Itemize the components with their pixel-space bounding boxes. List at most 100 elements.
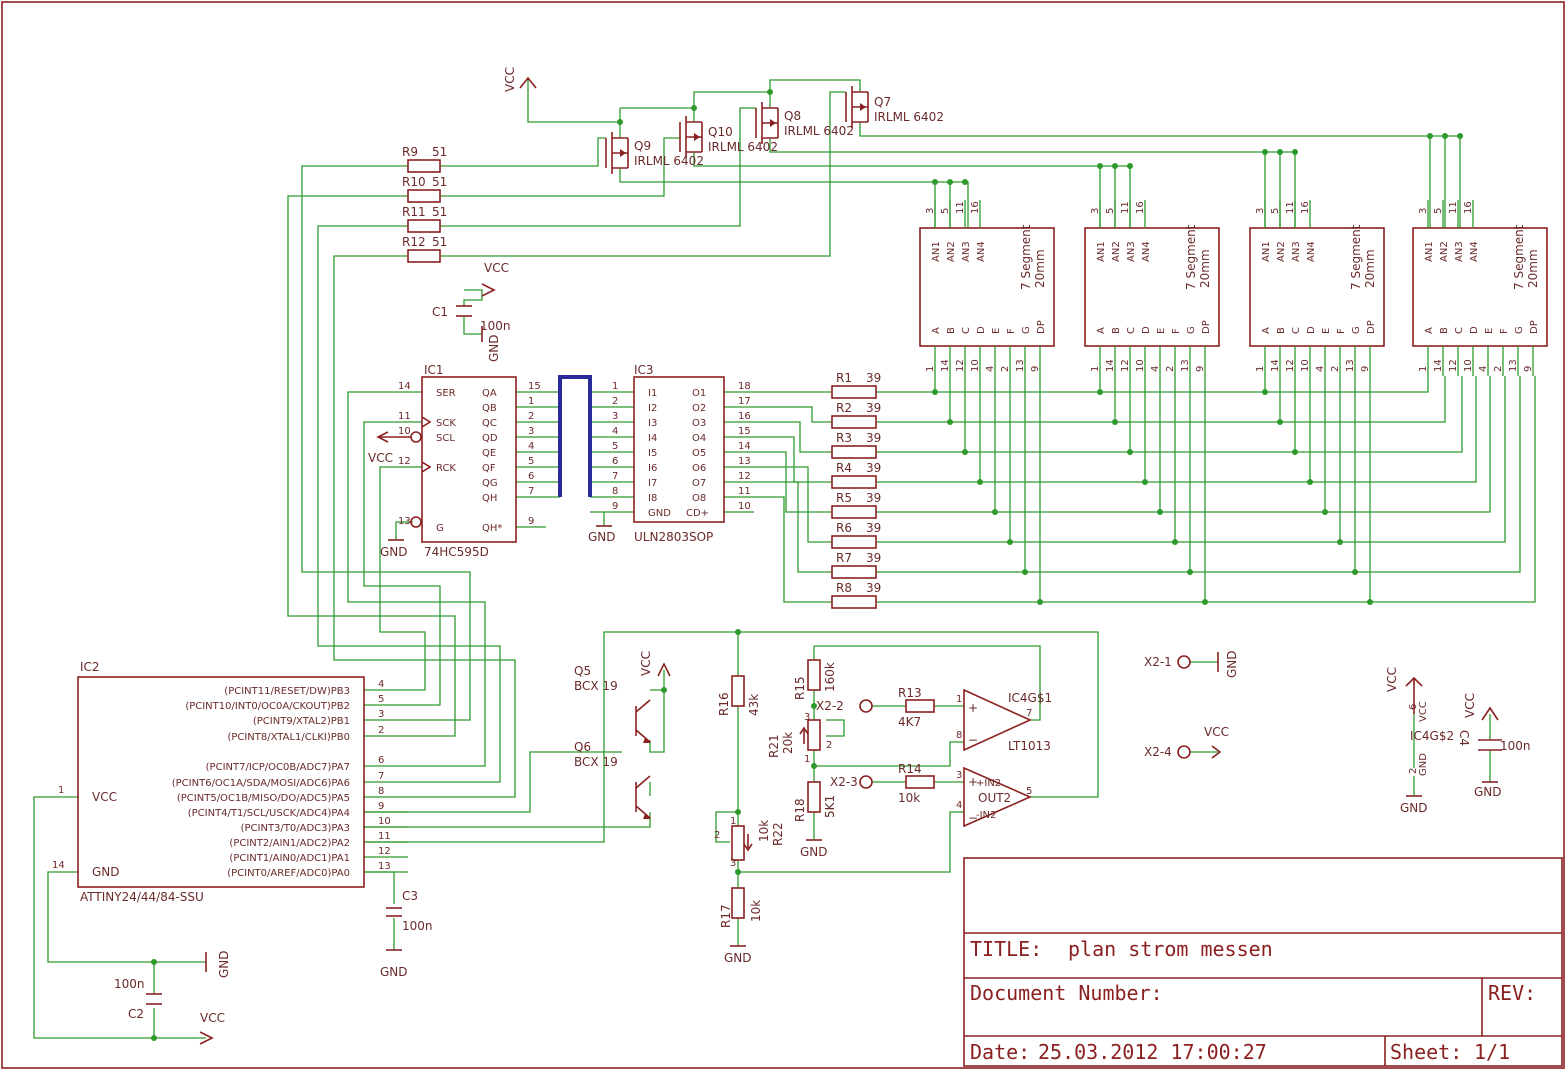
ic2-pin-label: (PCINT9/XTAL2)PB1 <box>253 716 350 727</box>
ic1-pin-label: QE <box>482 448 496 459</box>
ic3-pin-number: 15 <box>738 426 751 437</box>
ic3-pin-label: GND <box>648 508 671 519</box>
sheet-value: 1/1 <box>1474 1040 1510 1064</box>
display-top-pin: 16 <box>970 201 981 214</box>
ic1-gnd-label: GND <box>380 545 408 559</box>
resistor-r6-value: 39 <box>866 521 881 535</box>
display-seg-label: A <box>1096 327 1107 334</box>
ic4-gnd-label: GND <box>1400 801 1428 815</box>
display-top-pin: 3 <box>1255 208 1266 214</box>
mosfet-q10-name: Q10 <box>708 125 733 139</box>
display-bottom-pin: 2 <box>1493 366 1504 372</box>
r22-name: R22 <box>771 822 785 846</box>
ic2-pin-number: 4 <box>378 679 384 690</box>
vcc-symbol-top: VCC <box>503 67 537 92</box>
resistor-r8 <box>831 595 877 609</box>
mosfet-q9-name: Q9 <box>634 139 651 153</box>
display-label-line2: 20mm <box>1363 249 1377 288</box>
ic3-pin-number: 13 <box>738 456 751 467</box>
display-bottom-pin: 1 <box>1255 366 1266 372</box>
ic3-pin-label: I1 <box>648 388 657 399</box>
display-top-pin: 11 <box>955 201 966 214</box>
ic1-pin-number: 6 <box>528 471 534 482</box>
display-an-label: AN1 <box>1261 241 1272 262</box>
resistor-r3 <box>831 445 877 459</box>
display-bottom-pin: 9 <box>1360 366 1371 372</box>
display-bottom-pin: 1 <box>925 366 936 372</box>
ic2-pin-label: (PCINT2/AIN1/ADC2)PA2 <box>229 838 350 849</box>
ic1-pin-label: QG <box>482 478 498 489</box>
resistor-r1-name: R1 <box>836 371 852 385</box>
display-seg-label: F <box>1171 328 1182 334</box>
q5-name: Q5 <box>574 664 591 678</box>
display-bottom-pin: 14 <box>940 359 951 372</box>
ic2-pin-number: 6 <box>378 755 384 766</box>
ic2-name: IC2 <box>80 660 100 674</box>
display-seg-label: F <box>1336 328 1347 334</box>
op1-name: IC4G$1 <box>1008 691 1052 705</box>
ic1-name: IC1 <box>424 363 444 377</box>
resistor-r12-value: 51 <box>432 235 447 249</box>
ic1-pin-label: QD <box>482 433 498 444</box>
ic3-pin-number: 10 <box>738 501 751 512</box>
ic2-pin-number: 7 <box>378 771 384 782</box>
mosfet-q8-name: Q8 <box>784 109 801 123</box>
op1-part: LT1013 <box>1008 739 1051 753</box>
display-top-pin: 5 <box>1270 208 1281 214</box>
r18-value: 5K1 <box>823 795 837 818</box>
display-bottom-pin: 10 <box>1463 359 1474 372</box>
ic1-pin-label: SCK <box>436 418 456 429</box>
ic2-pin-number: 11 <box>378 831 391 842</box>
op1-pin8: 8 <box>956 730 962 741</box>
c1-vcc-label: VCC <box>484 261 509 275</box>
c3-value: 100n <box>402 919 433 933</box>
svg-text:VCC: VCC <box>503 67 517 92</box>
ic2-vcc-pin-label: VCC <box>92 790 117 804</box>
c4-name: C4 <box>1457 730 1471 746</box>
resistor-r9 <box>407 159 441 173</box>
display-an-label: AN2 <box>1111 241 1122 262</box>
connector-x2-1: X2-1 <box>1144 655 1172 669</box>
display-label-line2: 20mm <box>1526 249 1540 288</box>
display-seg-label: C <box>1126 327 1137 334</box>
op1-plus: + <box>968 701 978 715</box>
ic1-pin-label: QH* <box>482 523 502 534</box>
display-top-pin: 3 <box>1090 208 1101 214</box>
q6-name: Q6 <box>574 740 591 754</box>
display-an-label: AN1 <box>1096 241 1107 262</box>
display-bottom-pin: 10 <box>1300 359 1311 372</box>
resistor-r5-name: R5 <box>836 491 852 505</box>
display-top-pin: 16 <box>1135 201 1146 214</box>
ic1-pin-number: 7 <box>528 486 534 497</box>
display-seg-label: DP <box>1201 320 1212 334</box>
ic1-pin-label: G <box>436 523 444 534</box>
display-bottom-pin: 4 <box>1315 366 1326 372</box>
ic1-pin-label: SER <box>436 388 456 399</box>
display-bottom-pin: 14 <box>1433 359 1444 372</box>
ic3-pin-label: CD+ <box>686 508 709 519</box>
resistor-r6 <box>831 535 877 549</box>
display-seg-label: C <box>1454 327 1465 334</box>
display-bottom-pin: 1 <box>1418 366 1429 372</box>
resistor-r2-name: R2 <box>836 401 852 415</box>
display-seg-label: C <box>961 327 972 334</box>
ic1-pin-number: 14 <box>398 381 411 392</box>
r14-name: R14 <box>898 762 922 776</box>
c1-gnd-label: GND <box>487 334 501 362</box>
op2-plus: + <box>968 775 978 789</box>
ic2-pin-number: 10 <box>378 816 391 827</box>
resistor-r3-name: R3 <box>836 431 852 445</box>
resistor-r1 <box>831 385 877 399</box>
ic2-pin-number: 12 <box>378 846 391 857</box>
ic2-pin-label: (PCINT5/OC1B/MISO/DO/ADC5)PA5 <box>177 793 350 804</box>
c4-vcc-label: VCC <box>1463 693 1477 718</box>
display-seg-label: G <box>1351 326 1362 334</box>
display-top-pin: 5 <box>940 208 951 214</box>
ic3-pin-number: 4 <box>612 426 618 437</box>
display-bottom-pin: 10 <box>970 359 981 372</box>
mosfet-q10 <box>679 116 703 158</box>
